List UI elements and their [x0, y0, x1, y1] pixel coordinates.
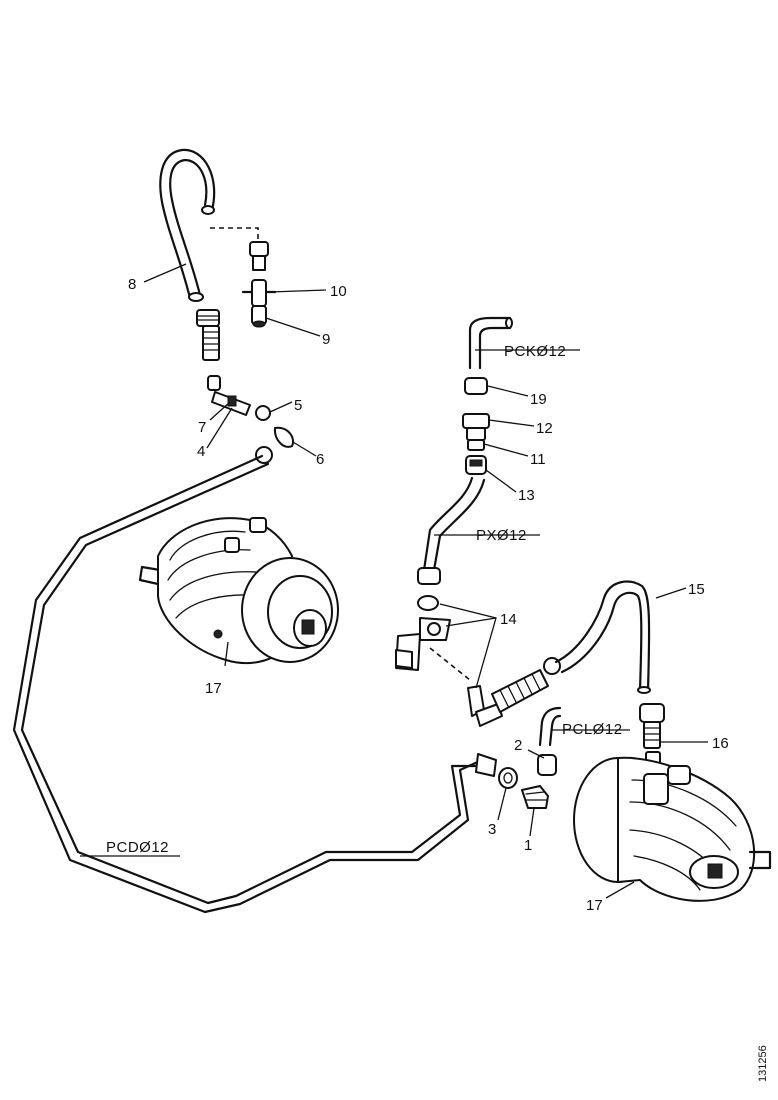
- hose-15: [554, 580, 651, 694]
- brake-chamber-left: [138, 517, 339, 665]
- pipe-label-pcd: PCDØ12: [106, 839, 169, 856]
- pipe-label-px: PXØ12: [476, 527, 527, 544]
- pipe-label-pcl: PCLØ12: [562, 721, 623, 738]
- washer-3: [498, 767, 518, 789]
- callout-14: 14: [500, 611, 517, 628]
- callout-3: 3: [488, 821, 496, 838]
- fitting-9: [251, 305, 267, 328]
- callout-1: 1: [524, 837, 532, 854]
- callout-labels: 8 10 9 7 4 5 6 19 12 11 13 14 15 16 2 3 …: [128, 276, 729, 914]
- callout-7: 7: [198, 419, 206, 436]
- tee-fitting-4-7: [211, 391, 294, 464]
- callout-4: 4: [197, 443, 205, 460]
- elbow-coupling-right: [467, 657, 561, 727]
- hose-8: [159, 148, 216, 302]
- callout-13: 13: [518, 487, 535, 504]
- callout-19: 19: [530, 391, 547, 408]
- hose-pcl: [537, 706, 562, 776]
- fitting-19: [464, 377, 488, 395]
- fitting-11: [467, 439, 485, 451]
- callout-11: 11: [530, 451, 546, 468]
- pipe-labels: PCKØ12 PXØ12 PCLØ12 PCDØ12: [106, 343, 623, 856]
- fitting-12: [462, 413, 490, 441]
- callout-17-right: 17: [586, 897, 603, 914]
- hose-pck: [468, 316, 513, 370]
- callout-17-left: 17: [205, 680, 222, 697]
- figure-reference-number: 131256: [757, 1045, 769, 1082]
- coupling-16: [639, 703, 665, 765]
- pipe-label-pck: PCKØ12: [504, 343, 566, 360]
- callout-6: 6: [316, 451, 324, 468]
- callout-5: 5: [294, 397, 302, 414]
- assembly-dashline-8-10: [210, 227, 259, 242]
- callout-8: 8: [128, 276, 136, 293]
- fitting-1: [521, 785, 549, 809]
- leader-lines: [80, 263, 708, 899]
- callout-2: 2: [514, 737, 522, 754]
- callout-10: 10: [330, 283, 347, 300]
- fitting-13: [465, 455, 487, 475]
- callout-9: 9: [322, 331, 330, 348]
- callout-12: 12: [536, 420, 553, 437]
- connector-10: [241, 241, 277, 307]
- coupling-upper-left: [196, 309, 221, 391]
- callout-16: 16: [712, 735, 729, 752]
- brake-chamber-right: [573, 756, 772, 902]
- callout-15: 15: [688, 581, 705, 598]
- pipe-pcd: [12, 454, 497, 914]
- bracket-14: [395, 595, 471, 681]
- hose-px: [417, 476, 486, 585]
